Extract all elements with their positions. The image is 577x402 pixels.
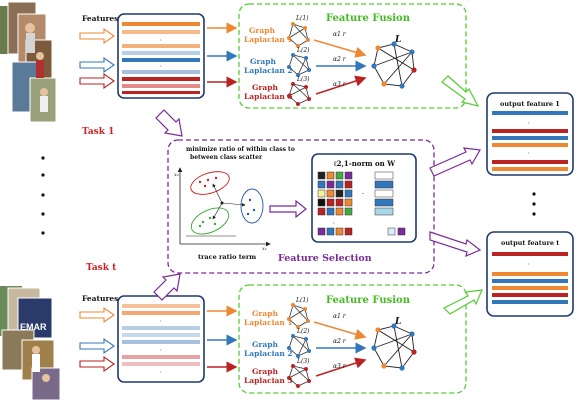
ff-top-alpha3: α3 r xyxy=(333,81,347,88)
output-feature-1-box: output feature 1 : : xyxy=(486,92,574,176)
svg-text::: : xyxy=(160,369,162,375)
svg-text:x₂: x₂ xyxy=(174,172,179,178)
taskt-image-stack: EMAR xyxy=(0,286,61,401)
svg-text::: : xyxy=(160,347,162,353)
graph-laplacian-2-icon xyxy=(287,53,311,77)
feature-selection-title: Feature Selection xyxy=(278,253,372,264)
arrow-fusion-to-outputt xyxy=(442,289,483,315)
top-feature-arrows xyxy=(79,27,115,90)
svg-text::: : xyxy=(528,120,530,126)
w-matrix: ℓ2,1-norm on W xyxy=(311,153,417,243)
ff-bot-lap3-line1: Graph xyxy=(252,367,278,376)
scatter-caption-line1: minimize ratio of within class to xyxy=(186,146,295,153)
task1-image-stack xyxy=(0,1,57,123)
svg-text:-: - xyxy=(362,190,364,197)
ff-top-lap2-line1: Graph xyxy=(250,57,276,66)
feature-selection-box: minimize ratio of within class to betwee… xyxy=(167,139,435,274)
svg-text::: : xyxy=(160,318,162,324)
ff-bot-alpha3: α3 r xyxy=(333,363,347,370)
ff-bot-lap3-line2: Laplacian 3 xyxy=(244,376,293,385)
arrow-to-selection-bottom xyxy=(153,273,181,301)
feature-fusion-bottom: Feature Fusion Graph Laplacian 1 Graph L… xyxy=(238,284,467,394)
ff-bot-lap1-line1: Graph xyxy=(252,309,278,318)
bottom-feature-arrows xyxy=(79,306,115,373)
scatter-caption-line2: between class scatter xyxy=(190,154,263,161)
ff-top-graph3-label: L(3) xyxy=(296,76,310,83)
ff-bot-lap2-line1: Graph xyxy=(252,340,278,349)
ff-bot-result-label: L xyxy=(394,317,401,327)
ff-top-lap3-line1: Graph xyxy=(252,83,278,92)
matrix-to-fusion-arrows-top xyxy=(207,22,238,88)
ff-bot-graph1-label: L(1) xyxy=(295,297,309,304)
ff-bot-graph2-label: L(2) xyxy=(296,328,310,335)
trace-ratio-label: trace ratio term xyxy=(198,253,256,261)
ff-top-alpha1: α1 r xyxy=(333,31,347,38)
task1-label: Task 1 xyxy=(82,127,114,137)
ff-top-graph2-label: L(2) xyxy=(296,47,310,54)
svg-text::: : xyxy=(160,63,162,69)
fused-graph-top-icon xyxy=(371,41,417,89)
ff-bot-alpha1: α1 r xyxy=(333,313,347,320)
output-feature-t-box: output feature t : xyxy=(486,231,574,317)
ff-bot-alpha2: α2 r xyxy=(333,338,347,345)
scatter-plot-illustration: x₂ x₁ xyxy=(174,167,271,252)
features-label-top: Features xyxy=(82,14,118,23)
ff-top-lap2-line2: Laplacian 2 xyxy=(244,66,293,75)
ff-top-alpha2: α2 r xyxy=(333,56,347,63)
svg-text::: : xyxy=(528,150,530,156)
feature-fusion-top-title: Feature Fusion xyxy=(326,13,411,24)
feature-fusion-bottom-title: Feature Fusion xyxy=(326,295,411,306)
arrow-to-selection-top xyxy=(155,109,183,137)
svg-text::: : xyxy=(333,220,335,226)
arrow-fusion-to-output1 xyxy=(441,75,480,107)
ff-bot-lap2-line2: Laplacian 2 xyxy=(244,349,293,358)
graph-laplacian-1-icon xyxy=(287,22,310,48)
ellipsis-dots-right xyxy=(532,192,536,216)
output-feature-t-label: output feature t xyxy=(501,239,559,247)
taskt-feature-matrix: : : : xyxy=(117,295,205,383)
ff-top-result-label: L xyxy=(394,35,401,45)
svg-text::: : xyxy=(160,37,162,43)
feature-fusion-top: Feature Fusion Graph Laplacian 1 Graph L… xyxy=(238,3,467,109)
graph-laplacian-3-icon xyxy=(287,364,311,388)
ff-bot-graph3-label: L(3) xyxy=(296,358,310,365)
svg-text::: : xyxy=(528,261,530,267)
ff-top-lap3-line2: Laplacian 3 xyxy=(244,92,293,101)
matrix-to-fusion-arrows-bottom xyxy=(207,305,238,373)
ellipsis-dots-left xyxy=(41,156,45,235)
ff-top-lap1-line1: Graph xyxy=(249,26,275,35)
svg-text:x₁: x₁ xyxy=(262,246,267,252)
output-feature-1-label: output feature 1 xyxy=(500,100,560,108)
ff-top-lap1-line2: Laplacian 1 xyxy=(244,35,293,44)
graph-laplacian-1-icon xyxy=(287,303,310,329)
features-label-bottom: Features xyxy=(82,294,118,303)
fused-graph-bottom-icon xyxy=(371,323,417,371)
task1-feature-matrix: : : xyxy=(117,13,205,99)
norm-label: ℓ2,1-norm on W xyxy=(333,159,395,168)
graph-laplacian-2-icon xyxy=(287,334,311,358)
svg-text:EMAR: EMAR xyxy=(20,322,47,332)
arrow-selection-to-outputt xyxy=(429,231,482,258)
selection-inner-arrow xyxy=(269,199,307,219)
ff-bot-lap1-line2: Laplacian 1 xyxy=(244,318,293,327)
taskt-label: Task t xyxy=(86,263,117,273)
graph-laplacian-3-icon xyxy=(287,82,311,106)
ff-top-graph1-label: L(1) xyxy=(295,15,309,22)
arrow-selection-to-output1 xyxy=(429,147,481,177)
